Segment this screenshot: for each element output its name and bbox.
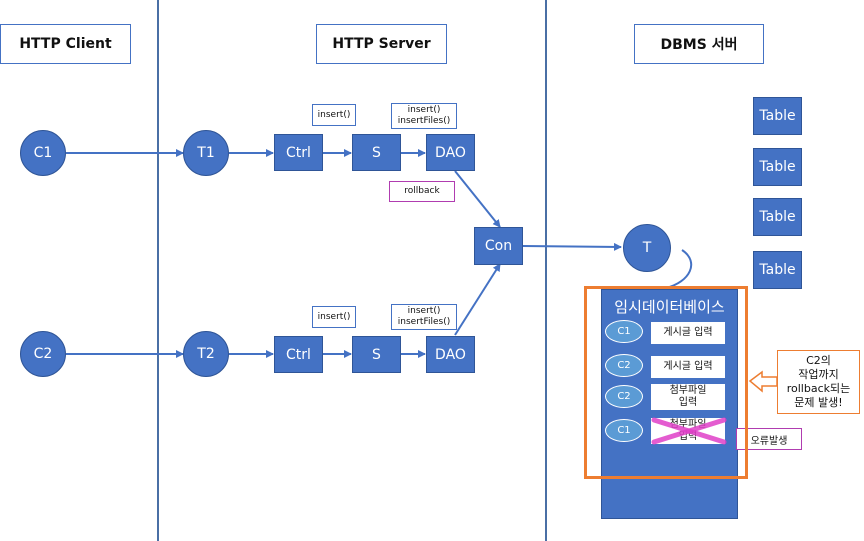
header-http-client: HTTP Client [0,24,131,64]
op-client-3-label: C2 [617,391,631,402]
controller-1-label: Ctrl [286,144,311,161]
curve-t-tempdb [665,249,693,289]
connection-box: Con [474,227,523,265]
op-box-3: 첨부파일 입력 [650,383,726,411]
error-label-text: 오류발생 [750,435,788,447]
thread-t2: T2 [183,331,229,377]
note-dao-1: insert() insertFiles() [391,103,457,129]
highlight-frame [584,286,748,479]
client-c1-label: C1 [33,145,53,161]
callout-line4: 문제 발생! [794,396,843,409]
note-dao-2: insert() insertFiles() [391,304,457,330]
controller-2-label: Ctrl [286,346,311,363]
op-box-1: 게시글 입력 [650,321,726,345]
header-http-client-label: HTTP Client [19,36,112,52]
op-box-3-line1: 첨부파일 [669,385,707,396]
header-http-server-label: HTTP Server [332,36,431,52]
op-box-2: 게시글 입력 [650,355,726,379]
connection-label: Con [484,238,513,254]
note-dao-2-line2: insertFiles() [397,317,451,327]
thread-t1: T1 [183,130,229,176]
note-insert-2: insert() [312,306,356,328]
op-client-1: C1 [605,320,643,343]
service-2: S [352,336,401,373]
transaction-t: T [623,224,671,272]
db-table-2: Table [753,148,802,186]
note-dao-1-line1: insert() [407,105,441,115]
separator-client-server [157,0,159,541]
db-table-4: Table [753,251,802,289]
note-insert-1: insert() [312,104,356,126]
separator-server-dbms [545,0,547,541]
thread-t2-label: T2 [197,346,215,362]
service-1: S [352,134,401,171]
header-dbms-server: DBMS 서버 [634,24,764,64]
client-c2-label: C2 [33,346,53,362]
service-1-label: S [372,144,381,161]
op-box-3-line2: 입력 [678,397,698,408]
note-dao-1-line2: insertFiles() [397,116,451,126]
dao-2: DAO [426,336,475,373]
callout-line3: rollback되는 [786,382,851,395]
arrow-dao2-con [454,263,501,336]
op-box-2-line1: 게시글 입력 [663,361,713,372]
op-client-2-label: C2 [617,360,631,371]
thread-t1-label: T1 [197,145,215,161]
client-c2: C2 [20,331,66,377]
note-rollback-label: rollback [404,186,440,196]
note-insert-2-label: insert() [317,311,351,322]
dao-1: DAO [426,134,475,171]
op-client-2: C2 [605,354,643,377]
arrow-dao1-con [454,170,501,228]
note-rollback: rollback [389,181,455,202]
op-client-1-label: C1 [617,326,631,337]
db-table-1-label: Table [759,108,796,124]
callout-line1: C2의 [806,354,831,367]
temp-database-title: 임시데이터베이스 [614,298,725,316]
db-table-3-label: Table [759,209,796,225]
db-table-2-label: Table [759,159,796,175]
op-client-3: C2 [605,385,643,408]
service-2-label: S [372,346,381,363]
db-table-1: Table [753,97,802,135]
client-c1: C1 [20,130,66,176]
transaction-label: T [642,240,652,256]
op-client-4-label: C1 [617,425,631,436]
rollback-problem-callout: C2의 작업까지 rollback되는 문제 발생! [777,350,860,414]
op-box-4-line2: 입력 [678,431,698,442]
controller-1: Ctrl [274,134,323,171]
note-insert-1-label: insert() [317,109,351,120]
header-dbms-server-label: DBMS 서버 [660,37,738,53]
error-label: 오류발생 [736,428,802,450]
dao-2-label: DAO [435,346,466,363]
dao-1-label: DAO [435,144,466,161]
controller-2: Ctrl [274,336,323,373]
header-http-server: HTTP Server [316,24,447,64]
note-dao-2-line1: insert() [407,306,441,316]
db-table-3: Table [753,198,802,236]
op-box-4-line1: 첨부파일 [669,419,707,430]
callout-line2: 작업까지 [798,368,839,381]
op-client-4: C1 [605,419,643,442]
op-box-1-line1: 게시글 입력 [663,327,713,338]
arrow-con-t [522,242,622,251]
db-table-4-label: Table [759,262,796,278]
